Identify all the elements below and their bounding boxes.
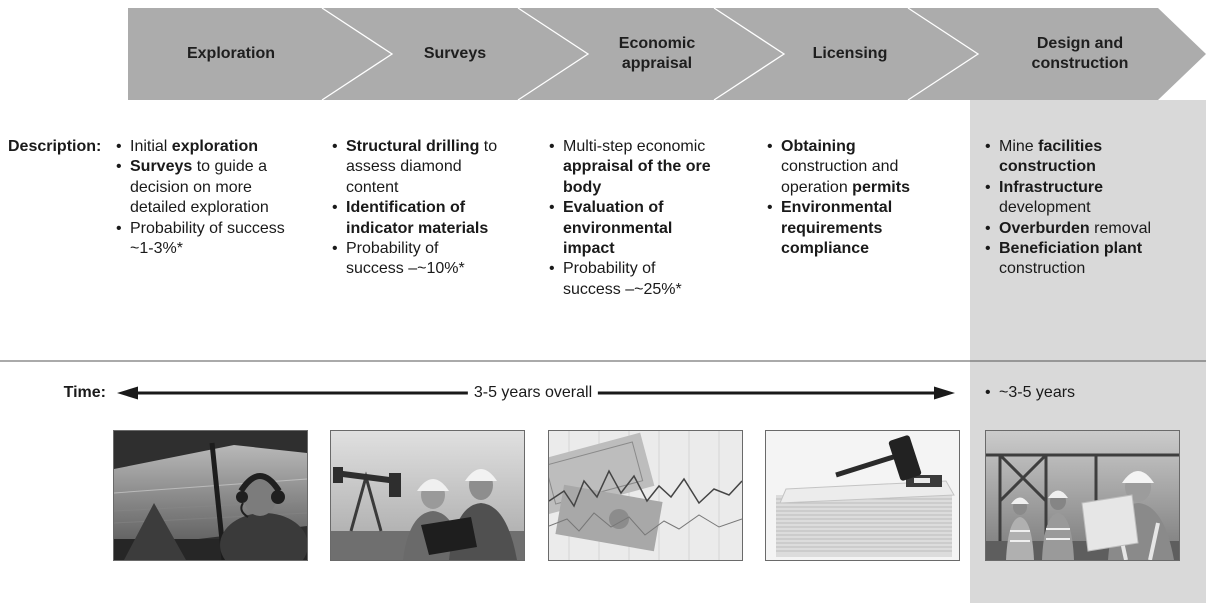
design-duration-list: ~3-5 years [985,383,1075,403]
bullet-text-bold: Structural drilling [346,138,480,155]
description-column-licensing: Obtaining construction and operation per… [767,137,931,259]
bullet-item: Initial exploration [116,137,306,158]
description-column-economic-appraisal: Multi-step economic appraisal of the ore… [549,137,716,300]
bullet-item: Surveys to guide a decision on more deta… [116,157,306,218]
bullet-text-bold: Surveys [130,158,193,176]
bullet-item: Structural drilling to assess diamond co… [332,137,499,198]
photo-licensing [765,430,960,561]
stage-label-surveys: Surveys [423,45,487,62]
bullet-text: Probability of success –~25%* [563,260,682,298]
bullet-item: Evaluation of environmental impact [549,198,716,259]
chevron-divider [517,7,590,101]
description-column-surveys: Structural drilling to assess diamond co… [332,137,499,280]
bullet-item: Probability of success ~1-3%* [116,219,306,260]
bullet-text: construction [999,260,1086,278]
bullet-item: Infrastructure development [985,178,1189,219]
time-row-label: Time: [63,384,106,401]
photo-exploration [113,430,308,561]
bullet-text-bold: Evaluation of environmental impact [563,199,673,258]
bullet-item: Overburden removal [985,219,1189,240]
bullet-text-bold: Infrastructure [999,178,1104,196]
chevron-divider [321,7,394,101]
bullet-text-bold: facilities construction [999,138,1103,176]
bullet-item: Multi-step economic appraisal of the ore… [549,137,716,198]
bullet-text-bold: Identification of indicator materials [346,199,489,237]
bullet-text: construction and operation [781,158,899,196]
bullet-item: Beneficiation plant construction [985,239,1189,280]
bullet-text-bold: Beneficiation plant [999,240,1143,258]
stage-label-exploration: Exploration [186,45,275,62]
overall-duration-label: 3-5 years overall [467,383,599,403]
description-row-label: Description: [8,138,102,155]
bullet-text: removal [1089,219,1152,237]
bullet-text-bold: Overburden [999,219,1090,237]
stage-label-economic-appraisal: Economic appraisal [618,35,696,72]
stage-label-design-construction: Design and construction [1031,35,1129,72]
photo-economic-appraisal [548,430,743,561]
description-column-exploration: Initial explorationSurveys to guide a de… [116,137,306,259]
design-duration-item: ~3-5 years [985,383,1075,403]
bullet-text-bold: permits [852,178,910,196]
duration-arrow-left-head [117,386,138,400]
bullet-text-bold: appraisal of the ore body [563,158,711,196]
bullet-item: Obtaining construction and operation per… [767,137,931,198]
bullet-text: Mine [999,138,1039,155]
bullet-item: Mine facilities construction [985,137,1189,178]
photo-surveys [330,430,525,561]
bullet-item: Probability of success –~25%* [549,259,716,300]
stage-chevron-band [128,8,1206,100]
chevron-divider [713,7,786,101]
bullet-text-bold: Environmental requirements compliance [781,199,893,258]
bullet-text-bold: exploration [171,138,259,155]
bullet-text: development [999,199,1091,217]
photo-design-construction [985,430,1180,561]
duration-arrow-right-head [934,386,955,400]
description-column-design-construction: Mine facilities constructionInfrastructu… [985,137,1189,280]
chevron-divider [907,7,980,101]
bullet-text-bold: Obtaining [781,138,856,155]
bullet-item: Probability of success –~10%* [332,239,499,280]
bullet-text: to guide a decision on more detailed exp… [130,158,269,217]
bullet-text: Probability of success –~10%* [346,240,465,278]
bullet-text: to assess diamond content [346,138,498,196]
bullet-text: Initial [130,138,172,155]
bullet-text: Probability of success ~1-3%* [130,219,285,258]
stage-label-licensing: Licensing [812,45,888,62]
bullet-text: Multi-step economic [563,138,706,155]
bullet-item: Environmental requirements compliance [767,198,931,259]
bullet-item: Identification of indicator materials [332,198,499,239]
